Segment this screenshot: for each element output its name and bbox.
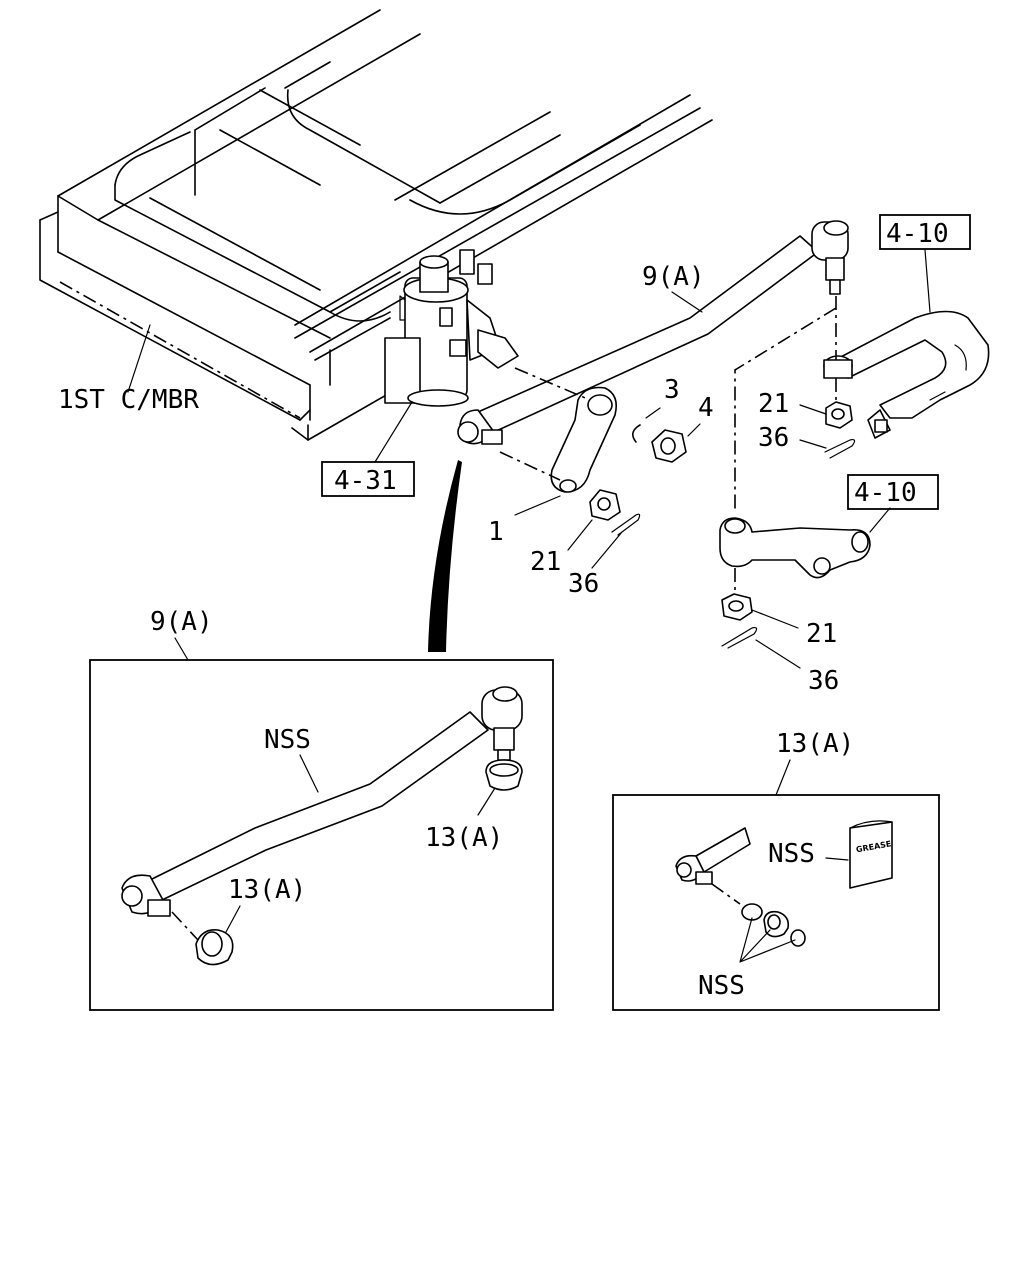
- crossmember-leader: [127, 324, 151, 393]
- inset-left-13a-upper-leader: [477, 787, 496, 816]
- frame-crossmember: [39, 9, 713, 441]
- inset-left-13a-upper-label: 13(A): [425, 823, 503, 853]
- castle-nut-c: [721, 593, 753, 621]
- part-3-leader: [645, 407, 661, 419]
- part-21-a-leader: [567, 519, 593, 551]
- ref-box-upper: [879, 214, 971, 250]
- drag-link: [457, 220, 849, 445]
- pitman-arm: [499, 367, 618, 493]
- inset-left-drag-link: [121, 686, 523, 966]
- ref-box-gearbox: [321, 461, 415, 497]
- inset-right-title-leader: [775, 759, 791, 796]
- inset-right-nss-bottom-label: NSS: [698, 971, 745, 1001]
- part-3-label: 3: [664, 375, 680, 405]
- part-36-b-leader: [799, 439, 827, 449]
- part-21-b-label: 21: [758, 389, 789, 419]
- inset-left-box: [89, 659, 554, 1011]
- steering-gearbox: [384, 249, 519, 407]
- part-21-c-label: 21: [806, 619, 837, 649]
- gearbox-leader: [374, 401, 413, 463]
- part-36-a-label: 36: [568, 569, 599, 599]
- inset-left-title-leader: [174, 637, 189, 661]
- part-4-label: 4: [698, 393, 714, 423]
- inset-left-nss-label: NSS: [264, 725, 311, 755]
- part-1-leader: [514, 495, 561, 516]
- ref-upper-label: 4-10: [886, 219, 949, 249]
- part-21-a-label: 21: [530, 547, 561, 577]
- drag-link-label: 9(A): [642, 262, 705, 292]
- crossmember-label: 1ST C/MBR: [58, 385, 199, 415]
- ref-lower-label: 4-10: [854, 478, 917, 508]
- cotter-pin-a: [611, 513, 641, 536]
- linkage-axis: [734, 307, 837, 510]
- grease-packet: GREASE: [849, 820, 893, 889]
- upper-arm-leader: [924, 249, 931, 313]
- lower-steering-arm: [719, 517, 871, 579]
- cotter-pin-c: [721, 627, 758, 649]
- inset-left-nss-leader: [299, 754, 319, 793]
- inset-left-13a-lower-label: 13(A): [228, 875, 306, 905]
- part-21-b-leader: [799, 404, 827, 415]
- inset-left-title: 9(A): [150, 607, 213, 637]
- inset-right-nss-top-leader: [825, 857, 849, 861]
- part-4-leader: [687, 423, 701, 437]
- lower-arm-leader: [869, 507, 891, 533]
- part-21-c-leader: [751, 609, 799, 629]
- part-1-label: 1: [488, 517, 504, 547]
- snap-ring: [632, 424, 641, 443]
- drag-link-leader: [671, 291, 703, 313]
- castle-nut-b: [825, 401, 853, 429]
- inset-left-13a-lower-leader: [225, 905, 241, 933]
- cotter-pin-b: [824, 439, 856, 459]
- castle-nut-a: [589, 489, 621, 521]
- part-36-a-leader: [591, 531, 623, 569]
- nut-4: [651, 429, 687, 463]
- part-36-c-label: 36: [808, 666, 839, 696]
- ref-gearbox-label: 4-31: [334, 466, 397, 496]
- inset-right-box: [612, 794, 940, 1011]
- inset-pointer: [428, 460, 462, 652]
- ref-box-lower: [847, 474, 939, 510]
- inset-right-nss-top-label: NSS: [768, 839, 815, 869]
- inset-right-title: 13(A): [776, 729, 854, 759]
- upper-steering-arm: [823, 310, 990, 439]
- inset-right-nss-bottom-leader: [739, 917, 796, 963]
- part-36-c-leader: [755, 639, 801, 669]
- part-36-b-label: 36: [758, 423, 789, 453]
